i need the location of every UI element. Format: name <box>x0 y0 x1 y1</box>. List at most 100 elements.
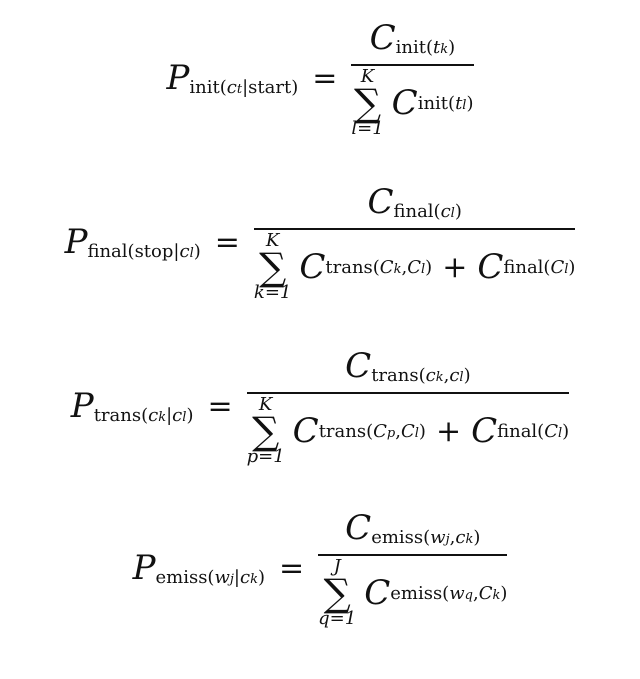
summation: K ∑ l=1 <box>351 68 383 138</box>
den-sub-close: ) <box>466 92 474 114</box>
lhs-sub: emiss( <box>155 567 215 589</box>
lhs-final: Pfinal(stop|cl) <box>65 222 201 262</box>
sum-upper: K <box>265 230 280 251</box>
den-term-arg-a: C <box>373 420 387 442</box>
lhs-base: P <box>64 221 88 262</box>
num-sub-close: ) <box>448 37 456 58</box>
num-arg-b-index: k <box>465 532 474 547</box>
lhs-sub-close: ) <box>186 405 194 427</box>
den-term2-arg: C <box>544 420 558 442</box>
den-term2-base: C <box>477 247 504 287</box>
comma: , <box>449 527 456 548</box>
num-arg-a: c <box>425 365 436 386</box>
den-term-arg-b: C <box>400 420 415 442</box>
lhs-init: Pinit(ct|start) <box>167 58 299 98</box>
lhs-trans: Ptrans(ck|cl) <box>71 386 194 426</box>
num-sub-var: t <box>433 37 441 58</box>
sum-upper: K <box>258 394 273 415</box>
lhs-sub-var: w <box>214 567 230 589</box>
lhs-base: P <box>166 57 190 98</box>
sum-symbol: ∑ <box>252 409 280 453</box>
den-term-close: ) <box>425 256 433 278</box>
lhs-sub-var: c <box>179 241 190 263</box>
plus-sign: + <box>435 413 462 449</box>
equals-sign: = <box>312 60 338 96</box>
lhs-sub-rest: |start) <box>242 77 299 99</box>
den-term-arg-b: C <box>407 256 421 278</box>
comma: , <box>443 365 450 386</box>
lhs-sub: trans( <box>93 405 149 427</box>
lhs-sub-rest: | <box>166 405 173 427</box>
den-term-base: C <box>299 247 326 287</box>
den-term2-sub: final( <box>503 256 551 278</box>
den-term-sub: trans( <box>318 420 374 442</box>
den-term2-sub: final( <box>497 420 545 442</box>
sum-lower: q=1 <box>318 608 357 629</box>
den-base: C <box>391 83 418 123</box>
equals-sign: = <box>207 388 233 424</box>
lhs-sub-rest: | <box>233 567 240 589</box>
fraction-bar <box>253 228 576 230</box>
lhs-sub-var: c <box>148 405 159 427</box>
num-close: ) <box>473 527 481 548</box>
num-close: ) <box>463 365 471 386</box>
den-term2-close: ) <box>562 420 570 442</box>
num-base: C <box>345 346 372 386</box>
lhs-sub-index: l <box>189 246 194 262</box>
den-term-close: ) <box>418 420 426 442</box>
lhs-sub-rest: ) <box>193 241 201 263</box>
fraction-bar <box>351 64 474 66</box>
den-term-arg-a-index: q <box>464 587 473 603</box>
den-sub-index: l <box>462 97 467 113</box>
den-term-arg-b-index: l <box>420 261 426 277</box>
sum-symbol: ∑ <box>323 571 351 615</box>
lhs-sub-index: j <box>229 572 234 588</box>
sum-symbol: ∑ <box>353 81 382 125</box>
num-sub: trans( <box>371 365 426 386</box>
num-arg-b: c <box>449 365 460 386</box>
den-term2-close: ) <box>568 256 576 278</box>
lhs-emiss: Pemiss(wj|ck) <box>133 548 265 588</box>
num-base: C <box>345 508 372 548</box>
equals-sign: = <box>214 224 240 260</box>
lhs-sub: final(stop| <box>87 241 180 263</box>
den-term-arg-b-index: k <box>492 587 501 603</box>
comma: , <box>401 256 408 278</box>
comma: , <box>395 420 401 442</box>
lhs-sub-index: t <box>236 82 243 98</box>
summation: J ∑ q=1 <box>318 558 356 628</box>
num-base: C <box>369 18 396 58</box>
lhs-sub-index2: k <box>250 572 258 588</box>
num-arg-a-index: j <box>445 532 450 547</box>
sum-symbol: ∑ <box>259 245 287 289</box>
lhs-sub-index2: l <box>182 410 187 426</box>
den-term2-base: C <box>471 411 498 451</box>
den-term-arg-a-index: p <box>386 425 396 441</box>
lhs-base: P <box>70 385 94 426</box>
num-sub: init( <box>395 37 434 58</box>
lhs-sub-index: k <box>158 410 167 426</box>
den-sub: init( <box>417 92 456 114</box>
num-arg-a-index: k <box>435 370 444 385</box>
num-sub: emiss( <box>371 527 431 548</box>
den-term-sub: trans( <box>325 256 380 278</box>
num-arg-a: w <box>430 527 446 548</box>
sum-upper: J <box>333 556 341 577</box>
lhs-sub-var: c <box>226 77 237 99</box>
den-term-close: ) <box>500 582 508 604</box>
sum-upper: K <box>360 66 375 87</box>
lhs-sub: init( <box>189 77 227 99</box>
den-term2-arg: C <box>550 256 565 278</box>
den-term-arg-b: C <box>478 582 493 604</box>
